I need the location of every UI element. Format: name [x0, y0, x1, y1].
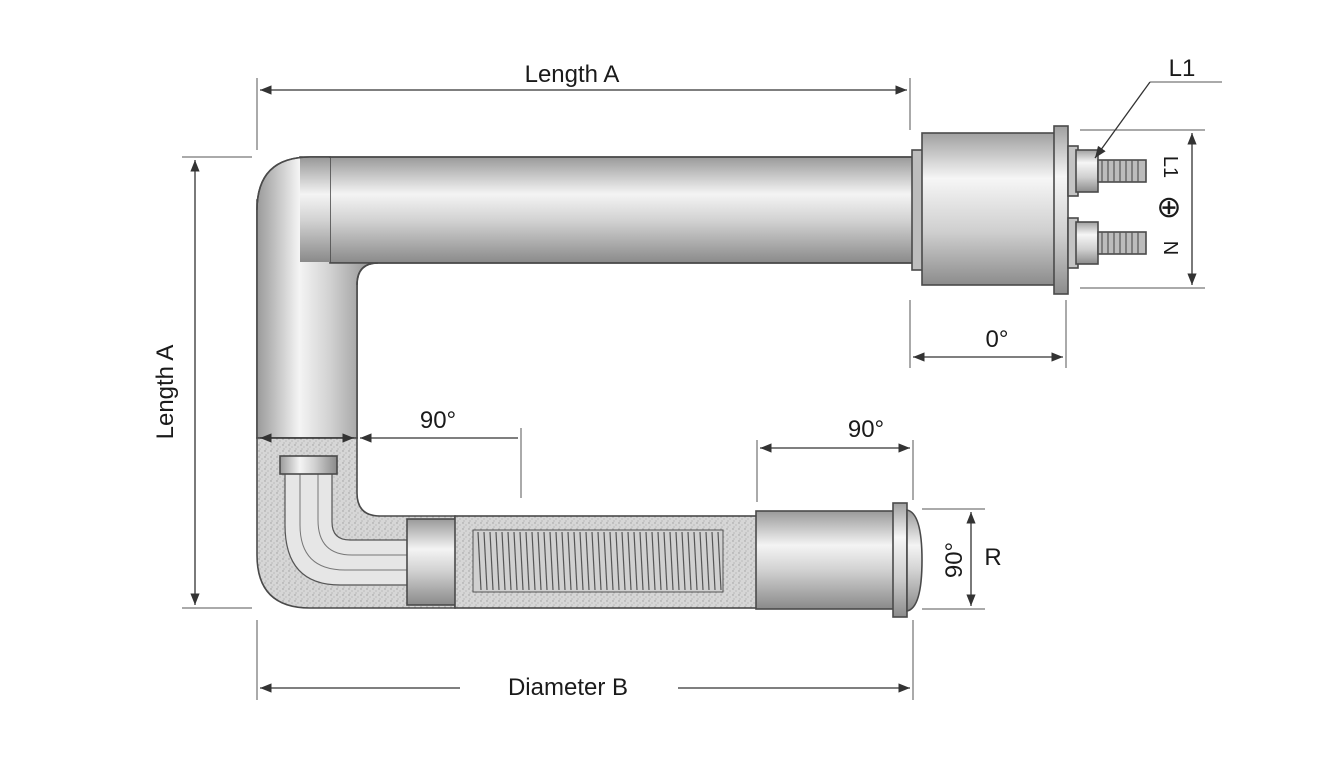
coil-winding [609, 531, 614, 591]
coil-winding [633, 531, 638, 591]
coil-winding [525, 531, 530, 591]
coil-winding [597, 531, 602, 591]
coil-winding [591, 531, 596, 591]
coil-winding [507, 531, 512, 591]
coil-winding [621, 531, 626, 591]
coil-winding [483, 531, 488, 591]
coil-winding [663, 531, 668, 591]
angle-tip-label: 90° [941, 542, 968, 578]
coil-winding [477, 531, 482, 591]
terminal-n-label: N [1159, 241, 1181, 255]
coil-winding [561, 531, 566, 591]
coil-winding [519, 531, 524, 591]
coil-winding [585, 531, 590, 591]
coil-winding [711, 531, 716, 591]
lower-tube-section [256, 437, 923, 618]
coil-winding [645, 531, 650, 591]
coil-winding [513, 531, 518, 591]
coil-winding [681, 531, 686, 591]
coil-winding [573, 531, 578, 591]
radius-label: R [984, 544, 1001, 571]
coil-winding [531, 531, 536, 591]
coil-winding [537, 531, 542, 591]
terminal-l1-label: L1 [1169, 55, 1196, 82]
angle-inner-left-label: 90° [420, 407, 456, 434]
coil-winding [705, 531, 710, 591]
coil-winding [675, 531, 680, 591]
coil-winding [579, 531, 584, 591]
bottom-diameter-label: Diameter B [508, 674, 628, 701]
coil-winding [657, 531, 662, 591]
angle-terminal-label: 0° [986, 326, 1009, 353]
coil-winding [567, 531, 572, 591]
coil-winding [687, 531, 692, 591]
coil-winding [501, 531, 506, 591]
terminal-l1-side-label: L1 [1159, 156, 1181, 178]
coil-winding [549, 531, 554, 591]
coil-winding [555, 531, 560, 591]
left-length-label: Length A [152, 345, 179, 440]
coil-winding [627, 531, 632, 591]
ground-symbol: ⊕ [1156, 191, 1181, 224]
coil-winding [615, 531, 620, 591]
coil-winding [639, 531, 644, 591]
dimensions: Length A Length A Diameter B 90° 90° 0° [152, 55, 1222, 701]
upper-tube [256, 156, 916, 439]
coil-winding [699, 531, 704, 591]
top-length-label: Length A [525, 61, 620, 88]
coil-winding [543, 531, 548, 591]
coil-winding [669, 531, 674, 591]
coil-winding [717, 531, 722, 591]
coil-winding [651, 531, 656, 591]
angle-inner-right-label: 90° [848, 416, 884, 443]
coil-winding [489, 531, 494, 591]
coil-winding [693, 531, 698, 591]
terminal-head [911, 125, 1147, 295]
coil-winding [603, 531, 608, 591]
coil-winding [495, 531, 500, 591]
